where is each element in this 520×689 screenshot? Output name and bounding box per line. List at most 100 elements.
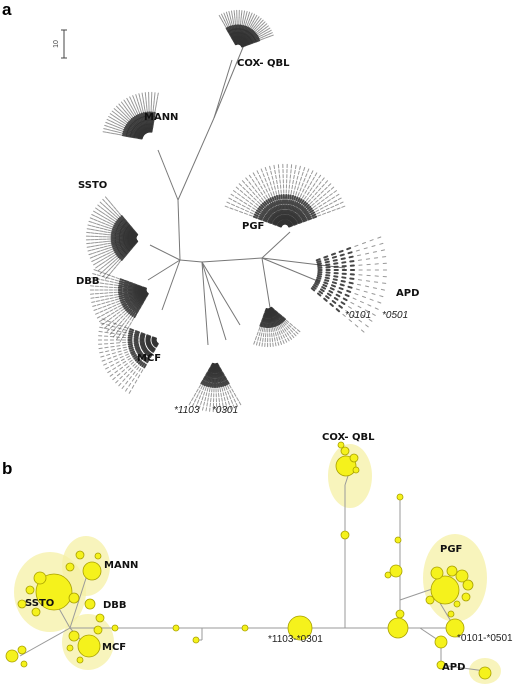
tree-tip <box>247 33 252 38</box>
tree-tip <box>138 305 142 310</box>
tree-tip <box>358 319 363 323</box>
tree-tip <box>223 386 226 391</box>
tree-tip <box>218 372 222 378</box>
tree-tip <box>223 12 226 17</box>
tree-tip <box>116 330 121 333</box>
tree-tip <box>283 328 287 332</box>
tree-tip <box>369 298 374 301</box>
tree-tip <box>258 17 262 22</box>
tree-tip <box>272 191 275 196</box>
tree-tip <box>110 269 114 274</box>
tree-tip <box>276 211 280 216</box>
tree-tip <box>365 324 369 328</box>
tree-tip <box>111 244 117 248</box>
tree-tip <box>328 290 334 294</box>
tree-tip <box>208 372 212 378</box>
tree-tip <box>115 300 120 303</box>
tree-tip <box>276 179 278 185</box>
tree-tip <box>125 299 131 304</box>
tree-tip <box>95 300 100 302</box>
tree-tip <box>220 371 224 377</box>
tree-tip <box>377 236 382 239</box>
tree-tip <box>99 296 104 298</box>
tree-tip <box>136 106 139 111</box>
tree-tip <box>95 257 99 261</box>
tree-tip <box>139 353 144 358</box>
tree-tip <box>257 187 261 192</box>
tree-tip <box>302 188 305 193</box>
tree-tip <box>103 308 108 311</box>
haplotype-node <box>455 569 469 583</box>
tree-tip <box>144 357 149 363</box>
tree-tip <box>274 206 278 212</box>
tree-tip <box>265 188 268 193</box>
tree-tip <box>134 365 138 369</box>
tree-tip <box>116 302 121 306</box>
tree-tip <box>118 282 124 286</box>
tree-tip <box>310 211 316 215</box>
tree-tip <box>357 283 362 286</box>
tree-tip <box>299 213 305 218</box>
tree-tip <box>135 348 141 352</box>
tree-tip <box>142 112 146 118</box>
tree-tip <box>206 371 210 377</box>
tree-tip <box>269 197 273 203</box>
allele-0101-a: *0101 <box>345 310 371 321</box>
tree-tip <box>339 201 344 204</box>
tree-tip <box>143 104 146 109</box>
tree-tip <box>117 247 123 252</box>
allele-1103-a: *1103 <box>174 405 200 416</box>
tree-tip <box>314 172 318 177</box>
tree-tip <box>371 293 376 295</box>
tree-tip <box>121 385 125 389</box>
tree-tip <box>113 211 118 215</box>
tree-tip <box>298 181 301 186</box>
tree-tip <box>93 219 98 222</box>
haplotype-node <box>68 630 80 642</box>
tree-tip <box>103 228 108 231</box>
tree-tip <box>111 319 115 323</box>
tree-tip <box>307 168 310 173</box>
tree-tip <box>154 108 156 113</box>
label-apd-a: APD <box>396 288 419 299</box>
tree-tip <box>245 18 248 23</box>
tree-tip <box>196 388 199 393</box>
tree-tip <box>265 33 270 36</box>
tree-tip <box>130 361 135 365</box>
tree-tip <box>132 113 135 117</box>
tree-tip <box>234 209 239 212</box>
tree-tip <box>264 167 267 172</box>
tree-tip <box>313 197 317 201</box>
tree-tip <box>268 176 270 181</box>
tree-tip <box>191 397 194 401</box>
tree-tip <box>296 217 302 222</box>
tree-tip <box>113 115 117 119</box>
tree-tip <box>120 215 125 220</box>
tree-tip <box>243 25 246 31</box>
tree-tip <box>151 123 154 129</box>
tree-tip <box>229 29 234 35</box>
tree-tip <box>100 258 105 262</box>
tree-tip <box>111 349 116 351</box>
tree-tip <box>103 128 108 130</box>
tree-tip <box>105 223 110 226</box>
tree-tip <box>249 202 254 205</box>
tree-tip <box>338 287 344 291</box>
tree-tip <box>132 286 138 290</box>
tree-tip <box>302 201 307 206</box>
tree-tip <box>208 392 210 397</box>
tree-tip <box>200 379 204 385</box>
tree-tip <box>130 131 136 135</box>
tree-tip <box>244 14 247 19</box>
tree-tip <box>210 377 213 383</box>
tree-tip <box>275 327 278 332</box>
tree-tip <box>267 193 271 198</box>
tree-tip <box>120 315 124 319</box>
tree-tip <box>365 252 370 255</box>
tree-tip <box>294 201 299 207</box>
tree-tip <box>298 211 303 216</box>
tree-tip <box>308 174 312 179</box>
tree-tip <box>282 334 285 339</box>
tree-tip <box>96 223 101 226</box>
tree-tip <box>119 320 123 325</box>
